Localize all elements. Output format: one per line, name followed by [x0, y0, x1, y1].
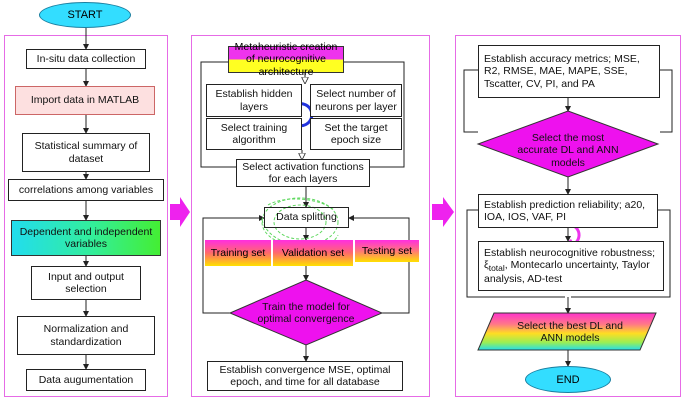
train-model-label: Train the model for optimal convergence [257, 301, 355, 326]
validation-set-box: Validation set [273, 240, 353, 266]
neurocognitive-robustness-box: Establish neurocognitive robustness; ξto… [478, 241, 664, 291]
splitting-swirl-decoration [261, 197, 339, 248]
convergence-box: Establish convergence MSE, optimal epoch… [207, 361, 403, 391]
select-training-algorithm-box: Select training algorithm [206, 118, 302, 150]
meta-architecture-box: Metaheuristic creation of neurocognitive… [228, 41, 344, 78]
step-correlations: correlations among variables [8, 179, 164, 201]
prediction-reliability-box: Establish prediction reliability; a20, I… [478, 194, 658, 228]
step-statistical-summary: Statistical summary of dataset [22, 133, 150, 172]
step-data-augmentation: Data augumentation [26, 369, 146, 391]
step-import-data-matlab: Import data in MATLAB [15, 86, 155, 115]
end-terminal: END [525, 366, 611, 393]
select-neurons-box: Select number of neurons per layer [310, 84, 402, 117]
establish-hidden-layers-box: Establish hidden layers [206, 84, 302, 117]
arrow-panel2-to-panel3 [432, 197, 454, 227]
select-best-label: Select the best DL and ANN models [517, 320, 623, 345]
start-label: START [67, 9, 103, 21]
select-accurate-label: Select the most accurate DL and ANN mode… [517, 132, 619, 169]
arrow-panel1-to-panel2 [170, 197, 190, 227]
data-splitting-box: Data splitting [264, 207, 349, 228]
testing-set-box: Testing set [355, 240, 419, 262]
step-normalization-standardization: Normalization and standardization [17, 316, 155, 355]
start-terminal: START [39, 2, 131, 28]
step-in-situ-data-collection: In-situ data collection [26, 49, 146, 69]
select-activation-box: Select activation functions for each lay… [236, 159, 370, 187]
training-set-box: Training set [205, 240, 271, 266]
set-target-epoch-box: Set the target epoch size [310, 118, 402, 150]
end-label: END [556, 373, 580, 386]
step-input-output-selection: Input and output selection [31, 266, 141, 300]
step-dependent-independent-variables: Dependent and independent variables [11, 220, 161, 256]
accuracy-metrics-box: Establish accuracy metrics; MSE, R2, RMS… [478, 45, 660, 98]
